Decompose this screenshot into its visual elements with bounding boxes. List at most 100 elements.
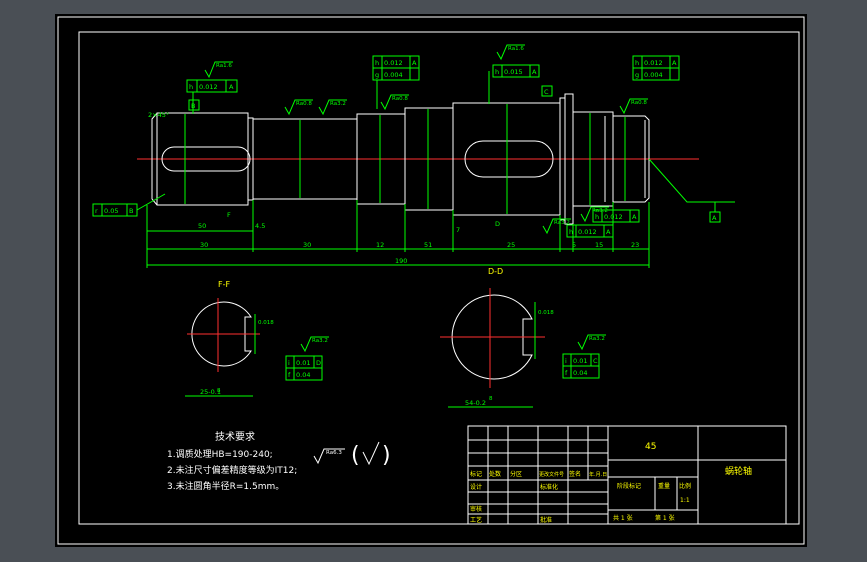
- svg-text:h: h: [569, 228, 573, 236]
- svg-text:h: h: [595, 213, 599, 221]
- svg-text:5: 5: [572, 241, 576, 249]
- svg-text:45: 45: [645, 442, 656, 452]
- svg-text:8: 8: [217, 388, 221, 394]
- drawing-sheet: h 0.012 A Ra1.6 B 2×45° Ra0.8 Ra3.2 h 0.…: [55, 14, 807, 547]
- svg-text:Ra6.3: Ra6.3: [326, 450, 342, 456]
- svg-text:批准: 批准: [540, 516, 552, 524]
- svg-text:A: A: [532, 68, 537, 76]
- svg-text:30: 30: [200, 241, 208, 249]
- svg-text:Ra1.6: Ra1.6: [508, 46, 524, 52]
- svg-text:A: A: [712, 214, 717, 222]
- svg-text:共 1 张: 共 1 张: [613, 514, 633, 522]
- svg-text:A: A: [412, 59, 417, 67]
- svg-text:12: 12: [376, 241, 384, 249]
- svg-text:0.04: 0.04: [573, 369, 587, 377]
- svg-text:0.018: 0.018: [538, 310, 554, 316]
- svg-text:h: h: [189, 83, 193, 91]
- tolerance-frame-4: h 0.012 A g 0.004: [632, 55, 680, 81]
- svg-text:3.未注圆角半径R=1.5mm。: 3.未注圆角半径R=1.5mm。: [167, 480, 284, 492]
- technical-notes: 技术要求 1.调质处理HB=190-240; 2.未注尺寸偏差精度等级为IT12…: [167, 430, 297, 492]
- svg-text:工艺: 工艺: [470, 516, 482, 524]
- svg-text:0.018: 0.018: [258, 320, 274, 326]
- tolerance-frame-7: h 0.012 A: [566, 224, 614, 238]
- svg-text:g: g: [635, 71, 639, 79]
- svg-text:4.5: 4.5: [255, 222, 265, 230]
- svg-text:0.05: 0.05: [104, 207, 118, 215]
- svg-text:年.月.日: 年.月.日: [589, 471, 607, 478]
- svg-text:D: D: [316, 359, 321, 367]
- svg-text:审核: 审核: [470, 505, 482, 513]
- svg-text:0.01: 0.01: [573, 357, 587, 365]
- diameter-dims: [184, 104, 626, 214]
- svg-text:0.004: 0.004: [384, 71, 403, 79]
- svg-text:23: 23: [631, 241, 639, 249]
- svg-text:7: 7: [456, 226, 460, 234]
- svg-text:Ra0.8: Ra0.8: [631, 100, 647, 106]
- svg-text:标记: 标记: [470, 470, 482, 478]
- svg-text:D: D: [495, 220, 500, 228]
- svg-text:r: r: [95, 207, 98, 215]
- svg-text:重量: 重量: [658, 482, 670, 490]
- svg-text:蜗轮轴: 蜗轮轴: [725, 465, 752, 477]
- roughness-10: Ra3.2: [577, 334, 606, 351]
- svg-text:第 1 张: 第 1 张: [655, 514, 675, 522]
- tolerance-frame-5: r 0.05 B: [92, 193, 166, 217]
- svg-text:): ): [382, 443, 391, 468]
- svg-text:A: A: [672, 59, 677, 67]
- roughness-6: Ra0.8: [619, 98, 648, 115]
- svg-text:25: 25: [507, 241, 515, 249]
- roughness-3: Ra3.2: [318, 99, 347, 116]
- roughness-4: Ra0.8: [380, 94, 409, 111]
- cad-drawing: h 0.012 A Ra1.6 B 2×45° Ra0.8 Ra3.2 h 0.…: [57, 16, 805, 545]
- section-d: 54-0.2 8 0.018 i 0.01 C f 0.04: [440, 288, 600, 408]
- roughness-8: Ra3.2: [542, 218, 571, 235]
- svg-text:标准化: 标准化: [540, 483, 558, 491]
- svg-text:h: h: [375, 59, 379, 67]
- svg-text:Ra3.2: Ra3.2: [554, 220, 570, 226]
- svg-text:54-0.2: 54-0.2: [465, 399, 486, 407]
- svg-text:0.012: 0.012: [384, 59, 403, 67]
- svg-text:技术要求: 技术要求: [215, 430, 255, 443]
- svg-text:C: C: [544, 88, 549, 96]
- section-label-f: F-F: [218, 280, 230, 289]
- roughness-9: Ra3.2: [300, 336, 329, 353]
- svg-text:处数: 处数: [489, 470, 501, 478]
- svg-text:15: 15: [595, 241, 603, 249]
- svg-text:8: 8: [489, 396, 493, 402]
- svg-text:h: h: [495, 68, 499, 76]
- length-dims: 50 4.5 F 30 30 12 51 7 25 D 5 15 23 190: [146, 200, 650, 268]
- svg-text:Ra3.2: Ra3.2: [312, 338, 328, 344]
- svg-text:Ra0.8: Ra0.8: [392, 96, 408, 102]
- svg-text:C: C: [593, 357, 598, 365]
- roughness-2: Ra0.8: [284, 99, 313, 116]
- svg-text:190: 190: [395, 257, 407, 265]
- svg-text:Ra3.2: Ra3.2: [592, 208, 608, 214]
- svg-text:签名: 签名: [569, 470, 581, 478]
- svg-text:25-0.1: 25-0.1: [200, 388, 221, 396]
- outer-border: [57, 16, 805, 545]
- svg-text:A: A: [606, 228, 611, 236]
- roughness-7: Ra3.2: [580, 206, 609, 223]
- svg-text:Ra3.2: Ra3.2: [589, 336, 605, 342]
- svg-text:0.012: 0.012: [644, 59, 663, 67]
- section-label-d: D-D: [488, 267, 503, 276]
- tolerance-frame-2: h 0.012 A g 0.004: [372, 55, 420, 109]
- inner-border: [78, 31, 800, 525]
- chamfer-dim: 2×45°: [148, 111, 169, 119]
- svg-text:i: i: [565, 357, 567, 365]
- svg-text:A: A: [229, 83, 234, 91]
- svg-text:f: f: [565, 369, 568, 377]
- svg-text:设计: 设计: [470, 483, 482, 491]
- datum-c: C: [541, 85, 553, 97]
- section-f: 25-0.1 8 0.018 i 0.01 D f 0.04: [185, 298, 323, 397]
- title-block: 45 蜗轮轴 标记 处数 分区 更改文件号 签名 年.月.日 设计 标准化 阶段…: [467, 425, 787, 525]
- svg-text:0.012: 0.012: [199, 83, 218, 91]
- svg-text:i: i: [288, 359, 290, 367]
- svg-text:阶段标记: 阶段标记: [617, 482, 641, 490]
- svg-text:Ra3.2: Ra3.2: [330, 101, 346, 107]
- svg-text:(: (: [351, 443, 360, 468]
- svg-text:A: A: [632, 213, 637, 221]
- svg-text:2.未注尺寸偏差精度等级为IT12;: 2.未注尺寸偏差精度等级为IT12;: [167, 464, 297, 476]
- svg-text:B: B: [191, 102, 195, 110]
- tolerance-frame-3: h 0.015 A: [488, 64, 540, 104]
